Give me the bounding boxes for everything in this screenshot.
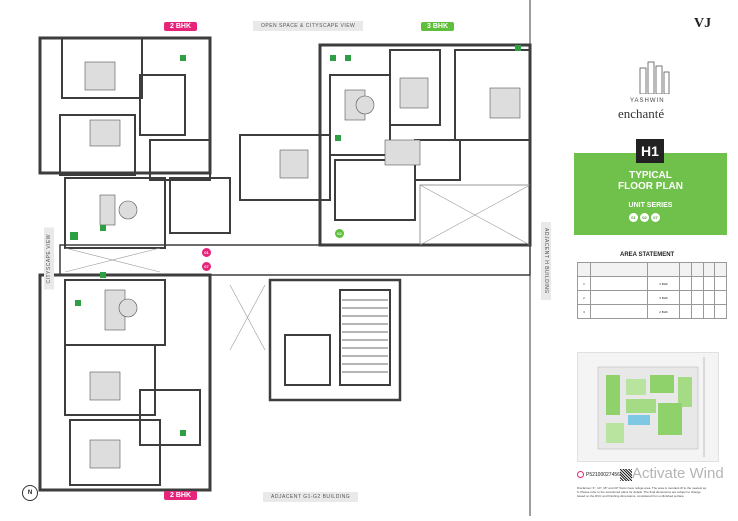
series-badge-01: 01: [629, 213, 638, 222]
view-label-left: CITYSCAPE VIEW: [44, 228, 54, 290]
north-compass: N: [22, 485, 38, 501]
view-label-bottom: ADJACENT G1-G2 BUILDING: [263, 492, 359, 502]
plan-title-line1: TYPICAL: [629, 170, 672, 181]
unit-marker-01: 01: [202, 248, 211, 257]
plan-title-line2: FLOOR PLAN: [618, 181, 683, 192]
unit-marker-02: 02: [335, 229, 344, 238]
series-badge-07: 07: [651, 213, 660, 222]
building-logo-icon: [636, 58, 672, 95]
rera-qr-code: [620, 469, 632, 481]
os-watermark: Activate Wind: [632, 465, 724, 482]
unit-series-label: UNIT SERIES: [628, 202, 673, 209]
key-plan-map: [577, 352, 719, 462]
rera-number: P52100027456: [577, 471, 620, 478]
view-label-right: ADJACENT H BUILDING: [541, 222, 551, 300]
plan-info-card: H1 TYPICAL FLOOR PLAN UNIT SERIES 01 02 …: [574, 139, 727, 235]
disclaimer-text: Disclaimer: 6", 10", 18" and 23" floors …: [577, 486, 707, 498]
plan-code-badge: H1: [636, 139, 664, 163]
area-statement-title: AREA STATEMENT: [620, 252, 675, 258]
view-label-top: OPEN SPACE & CITYSCAPE VIEW: [253, 21, 364, 31]
compass-letter: N: [27, 490, 33, 496]
brand-vj-logo: VJ: [694, 16, 712, 31]
brand-name-line1: YASHWIN: [630, 98, 665, 104]
floor-plan: [38, 0, 532, 516]
brand-name-line2: enchanté: [618, 106, 665, 121]
floor-plan-drawing: [38, 0, 532, 516]
rera-text: P52100027456: [586, 471, 620, 478]
rera-icon: [577, 471, 584, 478]
series-badge-02: 02: [640, 213, 649, 222]
table-header-row: [577, 262, 727, 277]
unit-marker-07: 07: [202, 262, 211, 271]
unit-type-tag-top-left: 2 BHK: [164, 22, 198, 31]
unit-series-list: 01 02 07: [629, 213, 660, 222]
unit-type-tag-top-right: 3 BHK: [421, 22, 455, 31]
unit-type-tag-bottom: 2 BHK: [164, 491, 198, 500]
